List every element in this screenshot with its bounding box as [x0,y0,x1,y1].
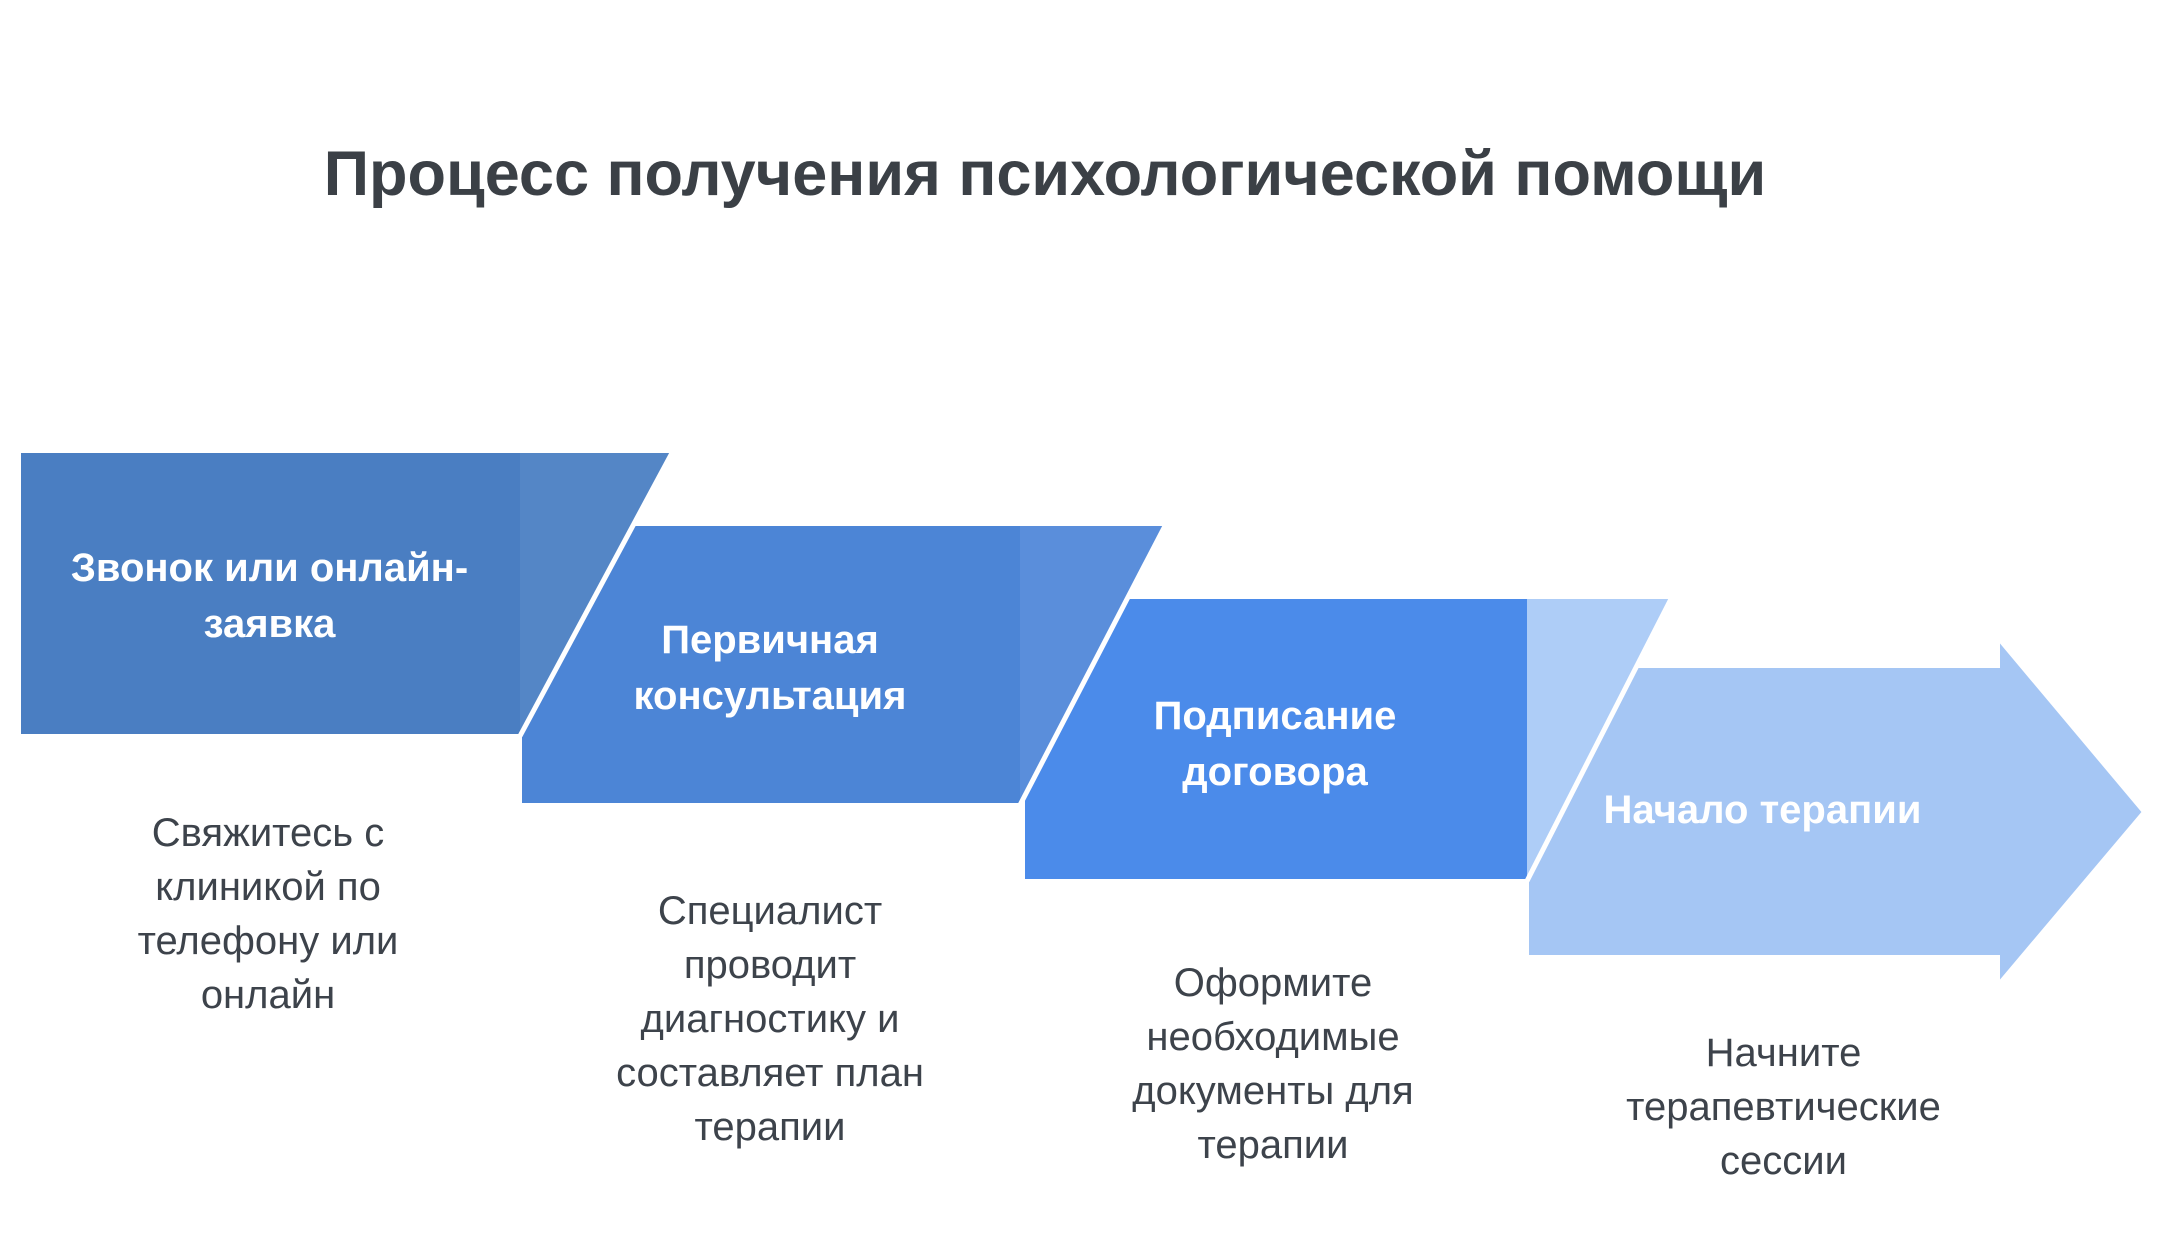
step-4-label: Начало терапии [1603,788,1922,832]
step-2-shape [518,522,1170,807]
step-2-description: Специалист проводит диагностику и состав… [616,889,924,1149]
step-1-shape [17,449,677,738]
step-4-shape [1525,632,2147,991]
step-2-label: Первичная консультация [633,618,907,718]
step-2-divider-line [1017,522,1169,807]
step-1-divider-line [517,449,676,738]
step-1-label: Звонок или онлайн-заявка [70,546,469,646]
step-3-divider-line [1524,595,1675,883]
step-3-label: Подписание договора [1153,694,1397,794]
step-1-description: Свяжитесь с клиникой по телефону или онл… [137,811,399,1017]
page-title: Процесс получения психологической помощи [323,139,1767,209]
step-3-shape [1021,595,1676,883]
step-4-arrow [1525,632,2147,991]
step-3-description: Оформите необходимые документы для терап… [1132,961,1414,1167]
step-4-description: Начните терапевтические сессии [1626,1031,1941,1183]
